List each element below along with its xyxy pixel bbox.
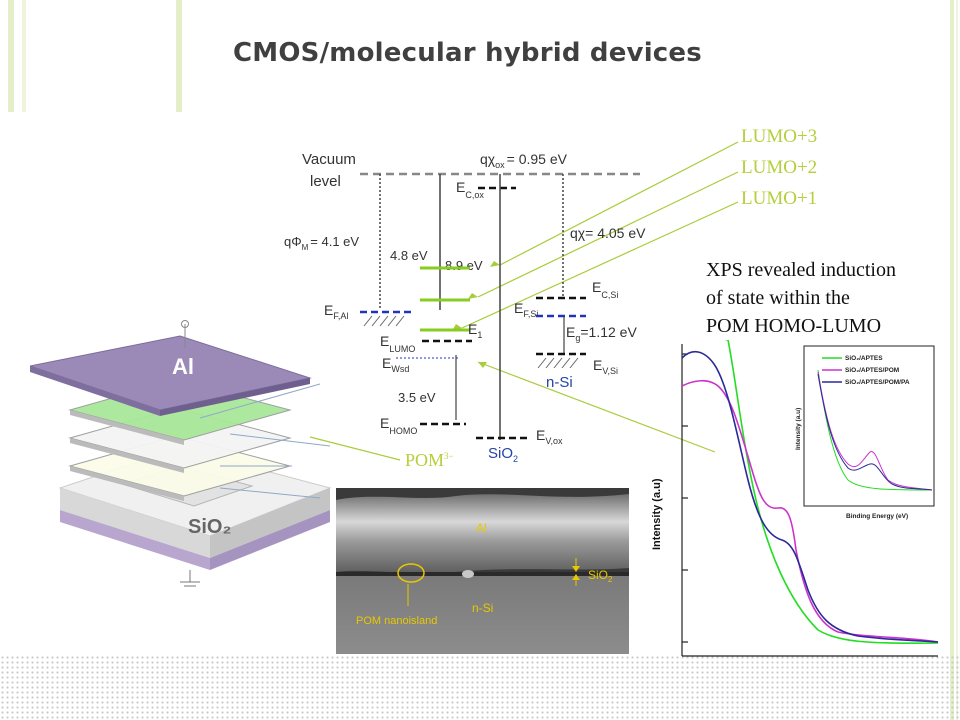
- q-chi-ox-sub: ox: [495, 160, 505, 170]
- sem-sio2-sub: 2: [608, 575, 613, 584]
- e-v-ox-sub: V,ox: [545, 436, 563, 446]
- xps-series-navy: [681, 351, 939, 643]
- lumo2-label: LUMO+2: [741, 157, 818, 178]
- svg-text:EC,Si: EC,Si: [592, 279, 618, 300]
- band-diagram: Vacuum level qχox= 0.95 eV EC,ox qΦM= 4.…: [284, 151, 646, 464]
- legend-entry-3: SiO₂/APTES/POM/PA: [845, 379, 910, 386]
- svg-text:EF,Al: EF,Al: [324, 302, 348, 321]
- svg-text:qχox= 0.95 eV: qχox= 0.95 eV: [480, 151, 568, 170]
- xps-connector: [477, 361, 716, 453]
- e-wsd-label: E: [382, 355, 391, 371]
- svg-text:ELUMO: ELUMO: [380, 333, 415, 354]
- lumo3-connector: [499, 141, 739, 266]
- sio2-sub: 2: [513, 454, 518, 464]
- lumo2-connector: [477, 171, 739, 298]
- e-g-label: E: [566, 324, 575, 340]
- right-edge-decoration: [950, 0, 958, 720]
- q-chi-ox-label: qχ: [480, 151, 496, 167]
- pom-text: POM: [405, 450, 445, 470]
- e1-sub: 1: [477, 330, 482, 340]
- xps-note: XPS revealed induction of state within t…: [706, 256, 896, 340]
- pom-charge: 3−: [444, 451, 454, 461]
- vacuum-label: level: [310, 173, 341, 190]
- legend-entry-1: SiO₂/APTES: [845, 355, 883, 362]
- svg-text:Eg=1.12 eV: Eg=1.12 eV: [566, 324, 637, 343]
- sio2-label: SiO: [488, 445, 513, 462]
- svg-text:qΦM= 4.1 eV: qΦM= 4.1 eV: [284, 234, 359, 252]
- vacuum-label: Vacuum: [302, 151, 356, 168]
- device-al-label: Al: [172, 354, 194, 379]
- xps-note-line: POM HOMO-LUMO: [706, 315, 882, 337]
- e-g-value: =1.12 eV: [580, 324, 637, 340]
- q-phi-m-value: = 4.1 eV: [310, 234, 359, 249]
- energy-89-label: 8.9 eV: [445, 258, 483, 273]
- e-c-si-label: E: [592, 279, 601, 295]
- svg-text:SiO2: SiO2: [488, 445, 518, 464]
- energy-35-label: 3.5 eV: [398, 390, 436, 405]
- e-wsd-sub: Wsd: [391, 364, 409, 374]
- xps-plot: Intensity (a.u) SiO₂/APTES SiO₂/APTES/PO…: [651, 340, 939, 657]
- slide-title: CMOS/molecular hybrid devices: [233, 38, 702, 68]
- lumo1-label: LUMO+1: [741, 188, 818, 209]
- dotted-footer: [0, 655, 960, 720]
- e-c-si-sub: C,Si: [601, 290, 618, 300]
- svg-text:EF,Si: EF,Si: [514, 300, 538, 319]
- xps-ylabel: Intensity (a.u): [651, 478, 663, 550]
- energy-48-label: 4.8 eV: [390, 248, 428, 263]
- lumo3-label: LUMO+3: [741, 126, 818, 147]
- svg-text:EV,Si: EV,Si: [593, 357, 618, 376]
- e-homo-sub: HOMO: [389, 426, 417, 436]
- legend-entry-2: SiO₂/APTES/POM: [845, 367, 899, 374]
- sem-pom-nanoisland-label: POM nanoisland: [356, 615, 437, 627]
- e-homo-label: E: [380, 415, 389, 431]
- xps-series-green: [724, 340, 939, 645]
- e-c-ox-sub: C,ox: [465, 190, 484, 200]
- lumo1-connector: [461, 201, 739, 329]
- svg-text:EWsd: EWsd: [382, 355, 409, 374]
- e-lumo-label: E: [380, 333, 389, 349]
- svg-text:EV,ox: EV,ox: [536, 427, 563, 446]
- e-f-si-label: E: [514, 300, 523, 316]
- e-f-al-sub: F,Al: [333, 311, 348, 321]
- n-si-label: n-Si: [546, 374, 573, 391]
- xps-note-line: of state within the: [706, 287, 850, 309]
- e1-label: E: [468, 321, 477, 337]
- xps-series-magenta: [681, 379, 939, 643]
- device-stack-illustration: SiO₂ Al: [30, 320, 332, 587]
- e-lumo-sub: LUMO: [389, 344, 415, 354]
- e-c-ox-label: E: [456, 179, 465, 195]
- svg-text:EHOMO: EHOMO: [380, 415, 417, 436]
- e-v-si-label: E: [593, 357, 602, 373]
- e-f-al-label: E: [324, 302, 333, 318]
- sem-micrograph: Al SiO2 n-Si POM nanoisland: [336, 488, 629, 654]
- sem-al-label: Al: [476, 521, 487, 535]
- q-chi-ox-value: = 0.95 eV: [507, 151, 568, 167]
- q-phi-m-label: qΦ: [284, 234, 302, 249]
- e-v-ox-label: E: [536, 427, 545, 443]
- inset-xlabel: Binding Energy (eV): [846, 513, 908, 520]
- e-v-si-sub: V,Si: [602, 366, 618, 376]
- q-chi-label: qχ= 4.05 eV: [570, 225, 646, 241]
- inset-ylabel: Intensity (a.u): [795, 408, 802, 450]
- sem-sio2-label: SiO: [588, 568, 608, 582]
- svg-text:EC,ox: EC,ox: [456, 179, 484, 200]
- e-g-sub: g: [575, 333, 580, 343]
- device-sio2-label: SiO₂: [188, 516, 231, 538]
- q-phi-m-sub: M: [302, 243, 309, 252]
- svg-text:SiO2: SiO2: [588, 568, 613, 584]
- pom-connector: [309, 436, 401, 461]
- corner-decoration: [0, 0, 182, 112]
- svg-text:E1: E1: [468, 321, 482, 340]
- e-f-si-sub: F,Si: [523, 309, 538, 319]
- sem-n-si-label: n-Si: [472, 601, 493, 615]
- pom-label: POM3−: [405, 450, 454, 471]
- xps-note-line: XPS revealed induction: [706, 259, 896, 281]
